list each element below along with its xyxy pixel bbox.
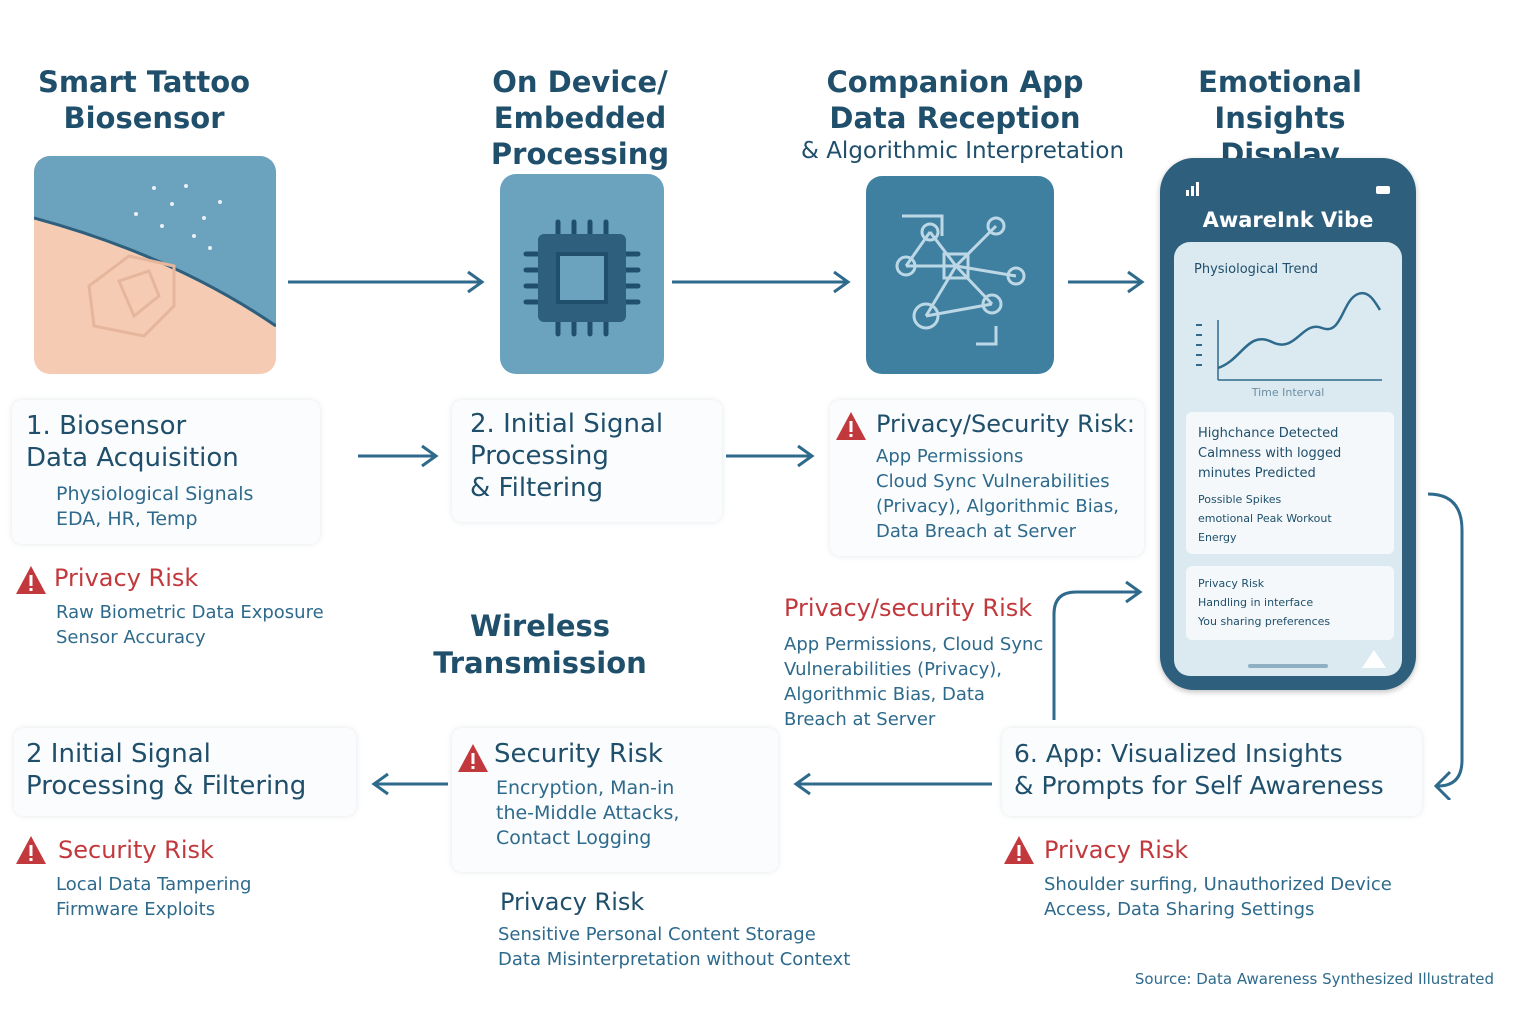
column-title-app: Companion App Data Reception: [826, 65, 1084, 135]
step2b-card: 2 Initial Signal Processing & Filtering: [14, 728, 356, 816]
network-graph-icon: [895, 214, 1026, 346]
arrow-right-icon: [726, 444, 815, 468]
chart-title: Physiological Trend: [1194, 262, 1318, 277]
security-risk-title: Security Risk: [58, 836, 214, 864]
arrow-right-icon: [1068, 270, 1145, 294]
status-bar-icons: [1186, 182, 1390, 196]
middle-risk-body: App Permissions, Cloud Sync Vulnerabilit…: [784, 634, 1044, 730]
tattoo-skin-illustration: [34, 156, 276, 374]
security-card-body: Encryption, Man-in the-Middle Attacks, C…: [496, 777, 680, 849]
step1-body: Physiological Signals EDA, HR, Temp: [56, 483, 254, 530]
step1-title: 1. Biosensor Data Acquisition: [26, 411, 239, 473]
insight-card: Highchance Detected Calmness with logged…: [1186, 412, 1394, 554]
microchip-icon: [523, 219, 641, 337]
home-indicator[interactable]: [1248, 664, 1328, 668]
connector-arrow-icon: [1052, 580, 1143, 720]
insight-text-1: Highchance Detected Calmness with logged…: [1198, 426, 1342, 481]
algorithm-network-tile: [866, 176, 1054, 374]
source-footer: Source: Data Awareness Synthesized Illus…: [1134, 970, 1494, 988]
arrow-right-icon: [358, 444, 439, 468]
security-card-title: Security Risk: [494, 739, 663, 769]
arrow-right-icon: [288, 270, 485, 294]
risk-card-title: Privacy/Security Risk:: [876, 410, 1135, 438]
embedded-processor-tile: [500, 174, 664, 374]
step2b-title: 2 Initial Signal Processing & Filtering: [26, 739, 307, 801]
column-title-display: Emotional Insights Display: [1198, 65, 1362, 171]
phone-mockup: AwareInk Vibe Physiological Trend Time I…: [1160, 158, 1416, 690]
warning-icon: [836, 412, 866, 440]
privacy-risk-title: Privacy Risk: [54, 564, 199, 592]
step1-card: 1. Biosensor Data Acquisition Physiologi…: [12, 400, 320, 544]
privacy-risk-body: Raw Biometric Data Exposure Sensor Accur…: [56, 602, 324, 648]
app-title: AwareInk Vibe: [1202, 208, 1374, 232]
arrow-left-icon: [371, 772, 448, 796]
storage-risk-title: Privacy Risk: [500, 888, 645, 916]
wireless-transmission-label: Wireless Transmission: [433, 609, 647, 680]
warning-icon: [16, 566, 46, 594]
phone-screen: Physiological Trend Time Interval Highch…: [1174, 242, 1402, 676]
chart-xlabel: Time Interval: [1251, 386, 1325, 399]
triangle-logo-icon: [1362, 650, 1386, 668]
device-privacy-risk-body: Shoulder surfing, Unauthorized Device Ac…: [1044, 874, 1392, 920]
device-privacy-risk-title: Privacy Risk: [1044, 836, 1189, 864]
warning-icon: [458, 744, 488, 772]
privacy-security-risk-card: Privacy/Security Risk: App Permissions C…: [830, 400, 1144, 556]
privacy-panel-text: Privacy Risk Handling in interface You s…: [1198, 577, 1331, 628]
step6-title: 6. App: Visualized Insights & Prompts fo…: [1014, 739, 1384, 800]
storage-risk-body: Sensitive Personal Content Storage Data …: [498, 924, 851, 970]
step2-title: 2. Initial Signal Processing & Filtering: [470, 409, 664, 503]
middle-risk-title: Privacy/security Risk: [784, 594, 1033, 622]
arrow-right-icon: [672, 270, 851, 294]
step6-card: 6. App: Visualized Insights & Prompts fo…: [1002, 728, 1422, 816]
step2-card: 2. Initial Signal Processing & Filtering: [452, 400, 722, 522]
privacy-panel: Privacy Risk Handling in interface You s…: [1186, 566, 1394, 640]
risk-card-body: App Permissions Cloud Sync Vulnerabiliti…: [876, 446, 1119, 542]
column-title-tattoo: Smart Tattoo Biosensor: [37, 65, 251, 135]
trend-chart: [1196, 291, 1382, 381]
security-risk-card: Security Risk Encryption, Man-in the-Mid…: [452, 728, 778, 872]
skin-sensor-icon: [34, 156, 276, 338]
warning-icon: [1004, 836, 1034, 864]
connector-arrow-icon: [1427, 492, 1464, 800]
arrow-left-icon: [793, 772, 992, 796]
column-subtitle-app: & Algorithmic Interpretation: [800, 138, 1125, 164]
column-title-device: On Device/ Embedded Processing: [490, 65, 670, 171]
warning-icon: [16, 836, 46, 864]
security-risk-body: Local Data Tampering Firmware Exploits: [56, 874, 252, 920]
insight-text-2: Possible Spikes emotional Peak Workout E…: [1198, 493, 1332, 544]
